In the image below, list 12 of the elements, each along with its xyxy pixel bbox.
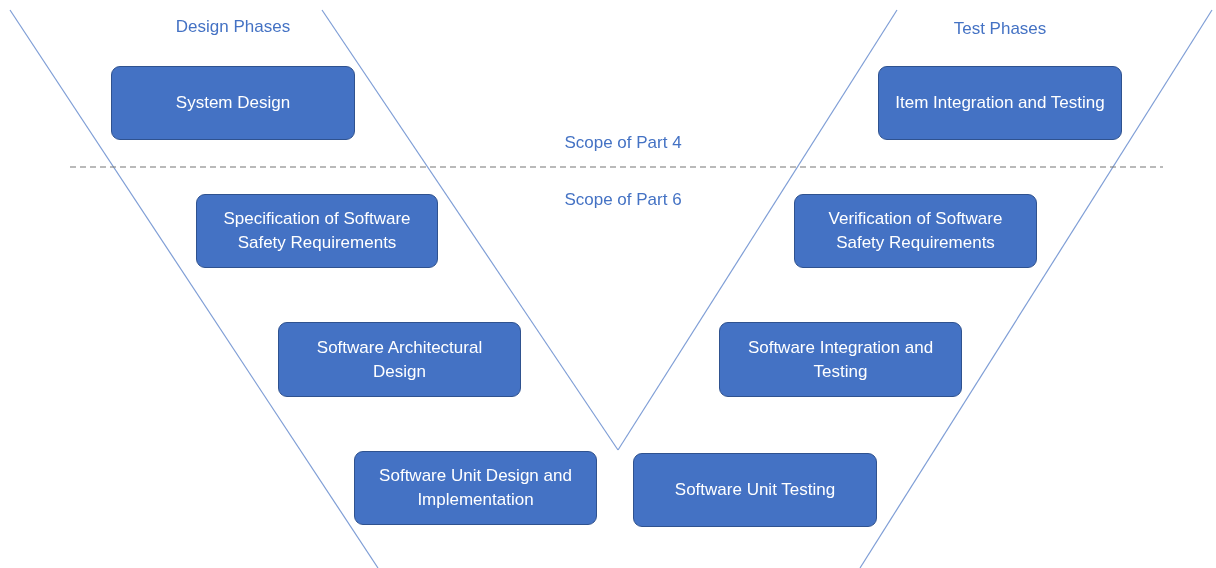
phase-heading: Design Phases xyxy=(175,17,291,37)
process-box: Item Integration and Testing xyxy=(878,66,1122,140)
process-box: Software Unit Testing xyxy=(633,453,877,527)
process-box: Verification of Software Safety Requirements xyxy=(794,194,1037,268)
phase-heading: Test Phases xyxy=(953,19,1047,39)
process-box: Software Architectural Design xyxy=(278,322,521,397)
process-box: Specification of Software Safety Requirements xyxy=(196,194,438,268)
process-box: System Design xyxy=(111,66,355,140)
process-box: Software Integration and Testing xyxy=(719,322,962,397)
scope-label: Scope of Part 6 xyxy=(564,190,682,210)
process-box: Software Unit Design and Implementation xyxy=(354,451,597,525)
scope-label: Scope of Part 4 xyxy=(564,133,682,153)
